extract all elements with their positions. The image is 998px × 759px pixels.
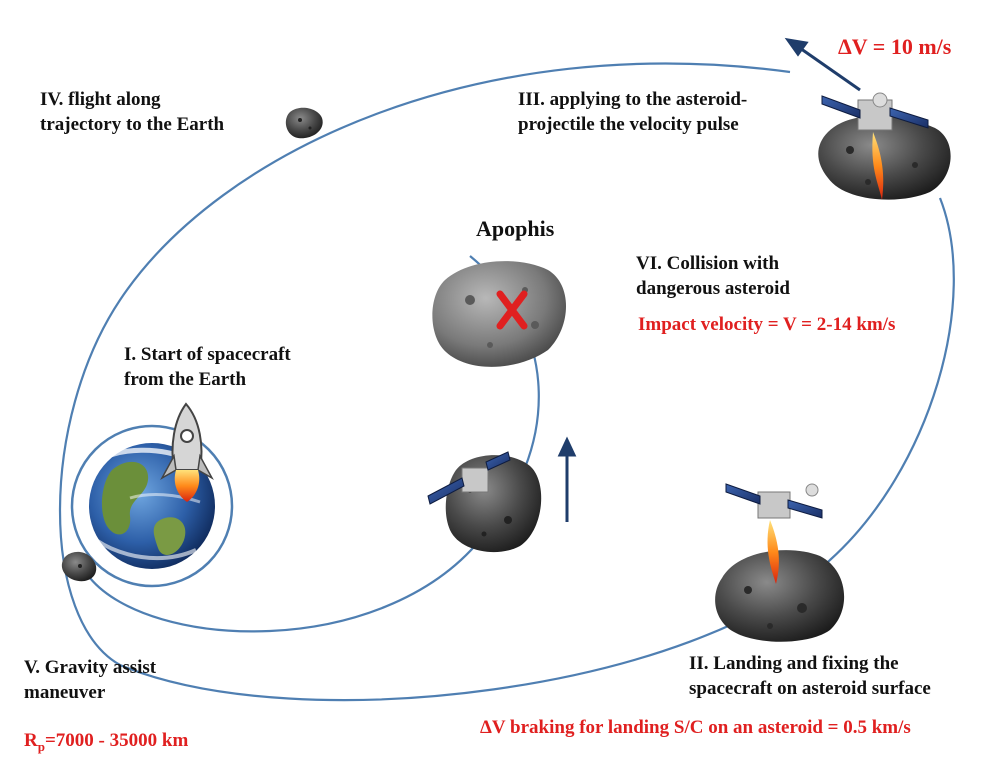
stage-4-label: IV. flight along trajectory to the Earth [40, 89, 225, 135]
spacecraft-icon [821, 92, 929, 131]
velocity-pulse-arrow [784, 37, 861, 92]
spacecraft-icon [427, 451, 511, 505]
periapsis-radius-label: Rp=7000 - 35000 km [24, 703, 188, 759]
rocket-icon [160, 402, 214, 502]
earth-orbit-ring [70, 424, 234, 588]
stage-3-label: III. applying to the asteroid- projectil… [518, 89, 748, 135]
apophis-asteroid [432, 261, 566, 367]
impact-velocity-label: Impact velocity = V = 2-14 km/s [638, 314, 896, 335]
ascent-arrow [557, 436, 577, 522]
stage-5-label: V. Gravity assist maneuver [24, 657, 157, 703]
spacecraft-icon [725, 483, 823, 519]
velocity-pulse-label: ΔV = 10 m/s [838, 34, 952, 59]
outer-orbit [59, 62, 955, 702]
apophis-label: Apophis [476, 216, 555, 241]
engine-flame-icon [872, 132, 884, 200]
braking-dv-label: ΔV braking for landing S/C on an asteroi… [480, 717, 911, 738]
asteroid-icon [61, 551, 97, 582]
asteroid-icon [818, 115, 951, 200]
asteroid-icon [285, 107, 323, 139]
stage-2-label: II. Landing and fixing the spacecraft on… [689, 653, 931, 699]
collision-x-icon [496, 290, 528, 330]
rp-symbol: R [24, 730, 38, 751]
rp-value: =7000 - 35000 km [44, 730, 189, 751]
asteroid-icon [715, 550, 845, 642]
rp-subscript: p [37, 739, 45, 754]
stage-6-label: VI. Collision with dangerous asteroid [636, 253, 790, 299]
stage-1-label: I. Start of spacecraft from the Earth [124, 344, 291, 390]
asteroid-icon [445, 455, 542, 553]
engine-flame-icon [767, 520, 779, 584]
